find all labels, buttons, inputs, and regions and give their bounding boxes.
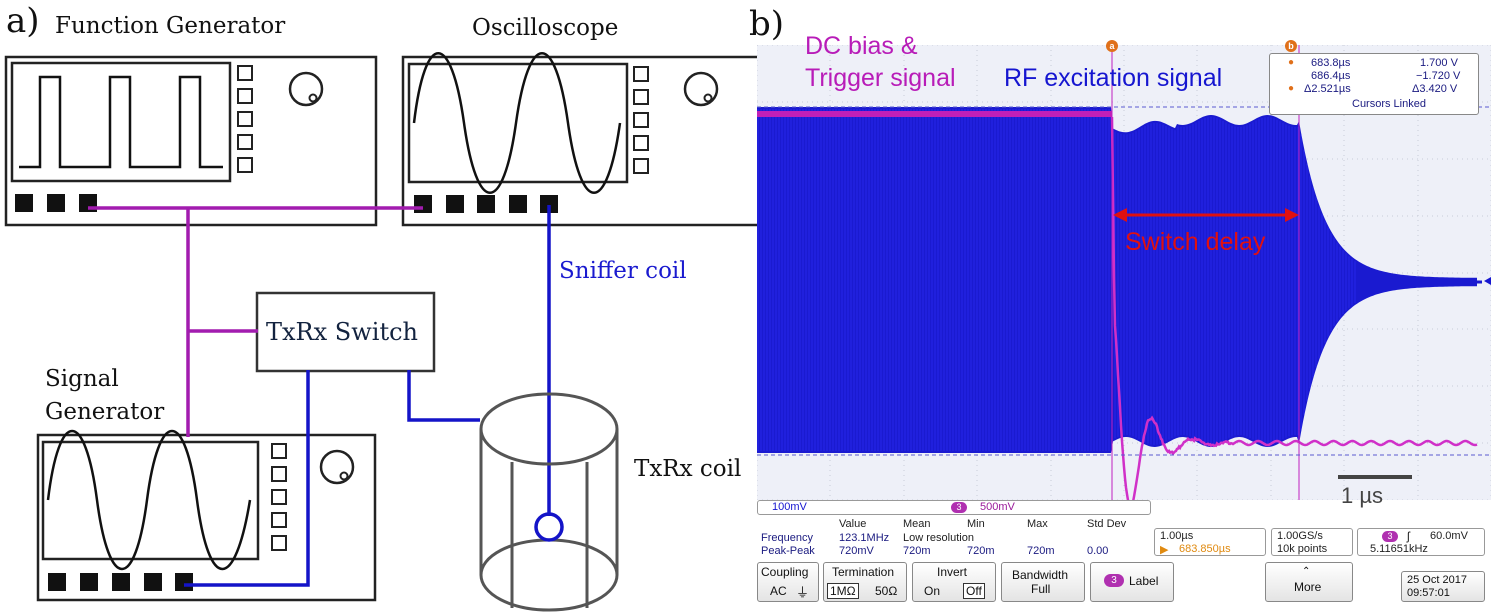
label-button-text: Label bbox=[1129, 574, 1158, 588]
termination-50[interactable]: 50Ω bbox=[875, 584, 897, 598]
meas-row2-std: 0.00 bbox=[1087, 545, 1108, 557]
meas-row1-name: Frequency bbox=[761, 532, 813, 544]
cursor-a-marker[interactable]: a bbox=[1106, 40, 1118, 52]
meas-header-std: Std Dev bbox=[1087, 518, 1126, 530]
more-label: More bbox=[1294, 580, 1321, 594]
timebase-position-icon: ▶ bbox=[1160, 543, 1168, 556]
dc-bias-label-line1: DC bias & bbox=[805, 32, 918, 61]
timebase-box[interactable]: 1.00µs ▶ 683.850µs bbox=[1154, 528, 1266, 556]
timebase-position: 683.850µs bbox=[1179, 543, 1231, 555]
meas-row2-name: Peak-Peak bbox=[761, 545, 815, 557]
panel-b-letter: b) bbox=[749, 4, 784, 44]
meas-row2-max: 720m bbox=[1027, 545, 1055, 557]
readout-row1-time: 683.8µs bbox=[1311, 57, 1350, 69]
readout-row3-time: Δ2.521µs bbox=[1304, 83, 1351, 95]
date-text: 25 Oct 2017 bbox=[1407, 574, 1467, 586]
trigger-frequency: 5.11651kHz bbox=[1370, 543, 1428, 555]
txrx-coil-label: TxRx coil bbox=[634, 456, 741, 482]
invert-on[interactable]: On bbox=[924, 584, 940, 598]
meas-row2-mean: 720m bbox=[903, 545, 931, 557]
sniffer-coil-loop bbox=[536, 514, 562, 540]
dc-bias-label-line2: Trigger signal bbox=[805, 64, 956, 93]
setup-schematic bbox=[0, 0, 760, 615]
termination-1m[interactable]: 1MΩ bbox=[827, 583, 859, 599]
ch1-scale[interactable]: 100mV bbox=[772, 501, 807, 513]
label-channel-badge: 3 bbox=[1104, 574, 1124, 587]
function-generator-device bbox=[6, 57, 376, 225]
readout-b-badge: ● bbox=[1288, 83, 1294, 94]
rf-signal-label: RF excitation signal bbox=[1004, 64, 1222, 93]
meas-row2-min: 720m bbox=[967, 545, 995, 557]
panel-a-letter: a) bbox=[6, 1, 40, 41]
trigger-level: 60.0mV bbox=[1430, 530, 1468, 542]
invert-menu[interactable]: Invert On Off bbox=[912, 562, 996, 602]
trigger-slope-icon: ʃ bbox=[1407, 529, 1410, 543]
termination-menu[interactable]: Termination 1MΩ 50Ω bbox=[823, 562, 907, 602]
datetime-box: 25 Oct 2017 09:57:01 bbox=[1401, 571, 1485, 602]
meas-header-value: Value bbox=[839, 518, 866, 530]
meas-row1-note: Low resolution bbox=[903, 532, 974, 544]
acquisition-box[interactable]: 1.00GS/s 10k points bbox=[1271, 528, 1353, 556]
measurement-table: Value Mean Min Max Std Dev Frequency 123… bbox=[757, 516, 1151, 560]
termination-label: Termination bbox=[832, 565, 894, 579]
readout-row2-time: 686.4µs bbox=[1311, 70, 1350, 82]
more-chevron-icon: ⌃ bbox=[1302, 566, 1310, 577]
invert-off[interactable]: Off bbox=[963, 583, 985, 599]
cursor-readout-box: ● 683.8µs 1.700 V 686.4µs −1.720 V ● Δ2.… bbox=[1269, 53, 1479, 115]
oscilloscope-device bbox=[403, 53, 760, 225]
coupling-menu[interactable]: Coupling AC ⏚ bbox=[757, 562, 819, 602]
switch-delay-label: Switch delay bbox=[1125, 228, 1265, 257]
bandwidth-menu[interactable]: Bandwidth Full bbox=[1001, 562, 1085, 602]
trigger-box[interactable]: 3 ʃ 60.0mV 5.11651kHz bbox=[1357, 528, 1485, 556]
meas-header-min: Min bbox=[967, 518, 985, 530]
meas-row2-value: 720mV bbox=[839, 545, 874, 557]
meas-row1-value: 123.1MHz bbox=[839, 532, 889, 544]
label-menu[interactable]: 3 Label bbox=[1090, 562, 1174, 602]
readout-a-badge: ● bbox=[1288, 57, 1294, 68]
ground-icon[interactable]: ⏚ bbox=[796, 582, 809, 601]
cursor-b-marker[interactable]: b bbox=[1285, 40, 1297, 52]
readout-row3-volt: Δ3.420 V bbox=[1412, 83, 1457, 95]
meas-header-max: Max bbox=[1027, 518, 1048, 530]
readout-row1-volt: 1.700 V bbox=[1420, 57, 1458, 69]
signal-generator-label-line1: Signal bbox=[45, 366, 119, 392]
signal-generator-device bbox=[38, 431, 375, 600]
timebase-scale: 1.00µs bbox=[1160, 530, 1193, 542]
scale-bar-label: 1 µs bbox=[1341, 483, 1383, 509]
sniffer-coil-label: Sniffer coil bbox=[559, 258, 687, 284]
function-generator-label: Function Generator bbox=[55, 13, 285, 39]
txrx-switch-label: TxRx Switch bbox=[266, 318, 418, 346]
signal-generator-label-line2: Generator bbox=[45, 399, 164, 425]
coupling-ac[interactable]: AC bbox=[770, 584, 787, 598]
readout-row2-volt: −1.720 V bbox=[1416, 70, 1460, 82]
bandwidth-label: Bandwidth bbox=[1012, 568, 1068, 582]
oscilloscope-label: Oscilloscope bbox=[472, 15, 618, 41]
readout-linked: Cursors Linked bbox=[1352, 98, 1426, 110]
sample-rate: 1.00GS/s bbox=[1277, 530, 1323, 542]
ch3-scale[interactable]: 500mV bbox=[980, 501, 1015, 513]
bandwidth-value: Full bbox=[1031, 582, 1050, 596]
more-menu[interactable]: ⌃ More bbox=[1265, 562, 1353, 602]
time-text: 09:57:01 bbox=[1407, 587, 1450, 599]
meas-header-mean: Mean bbox=[903, 518, 931, 530]
record-length: 10k points bbox=[1277, 543, 1327, 555]
invert-label: Invert bbox=[937, 565, 967, 579]
channel-scale-bar: 100mV 3 500mV bbox=[757, 500, 1151, 515]
ch3-badge: 3 bbox=[951, 502, 967, 513]
coupling-label: Coupling bbox=[761, 565, 808, 579]
trigger-channel-badge: 3 bbox=[1382, 531, 1398, 542]
